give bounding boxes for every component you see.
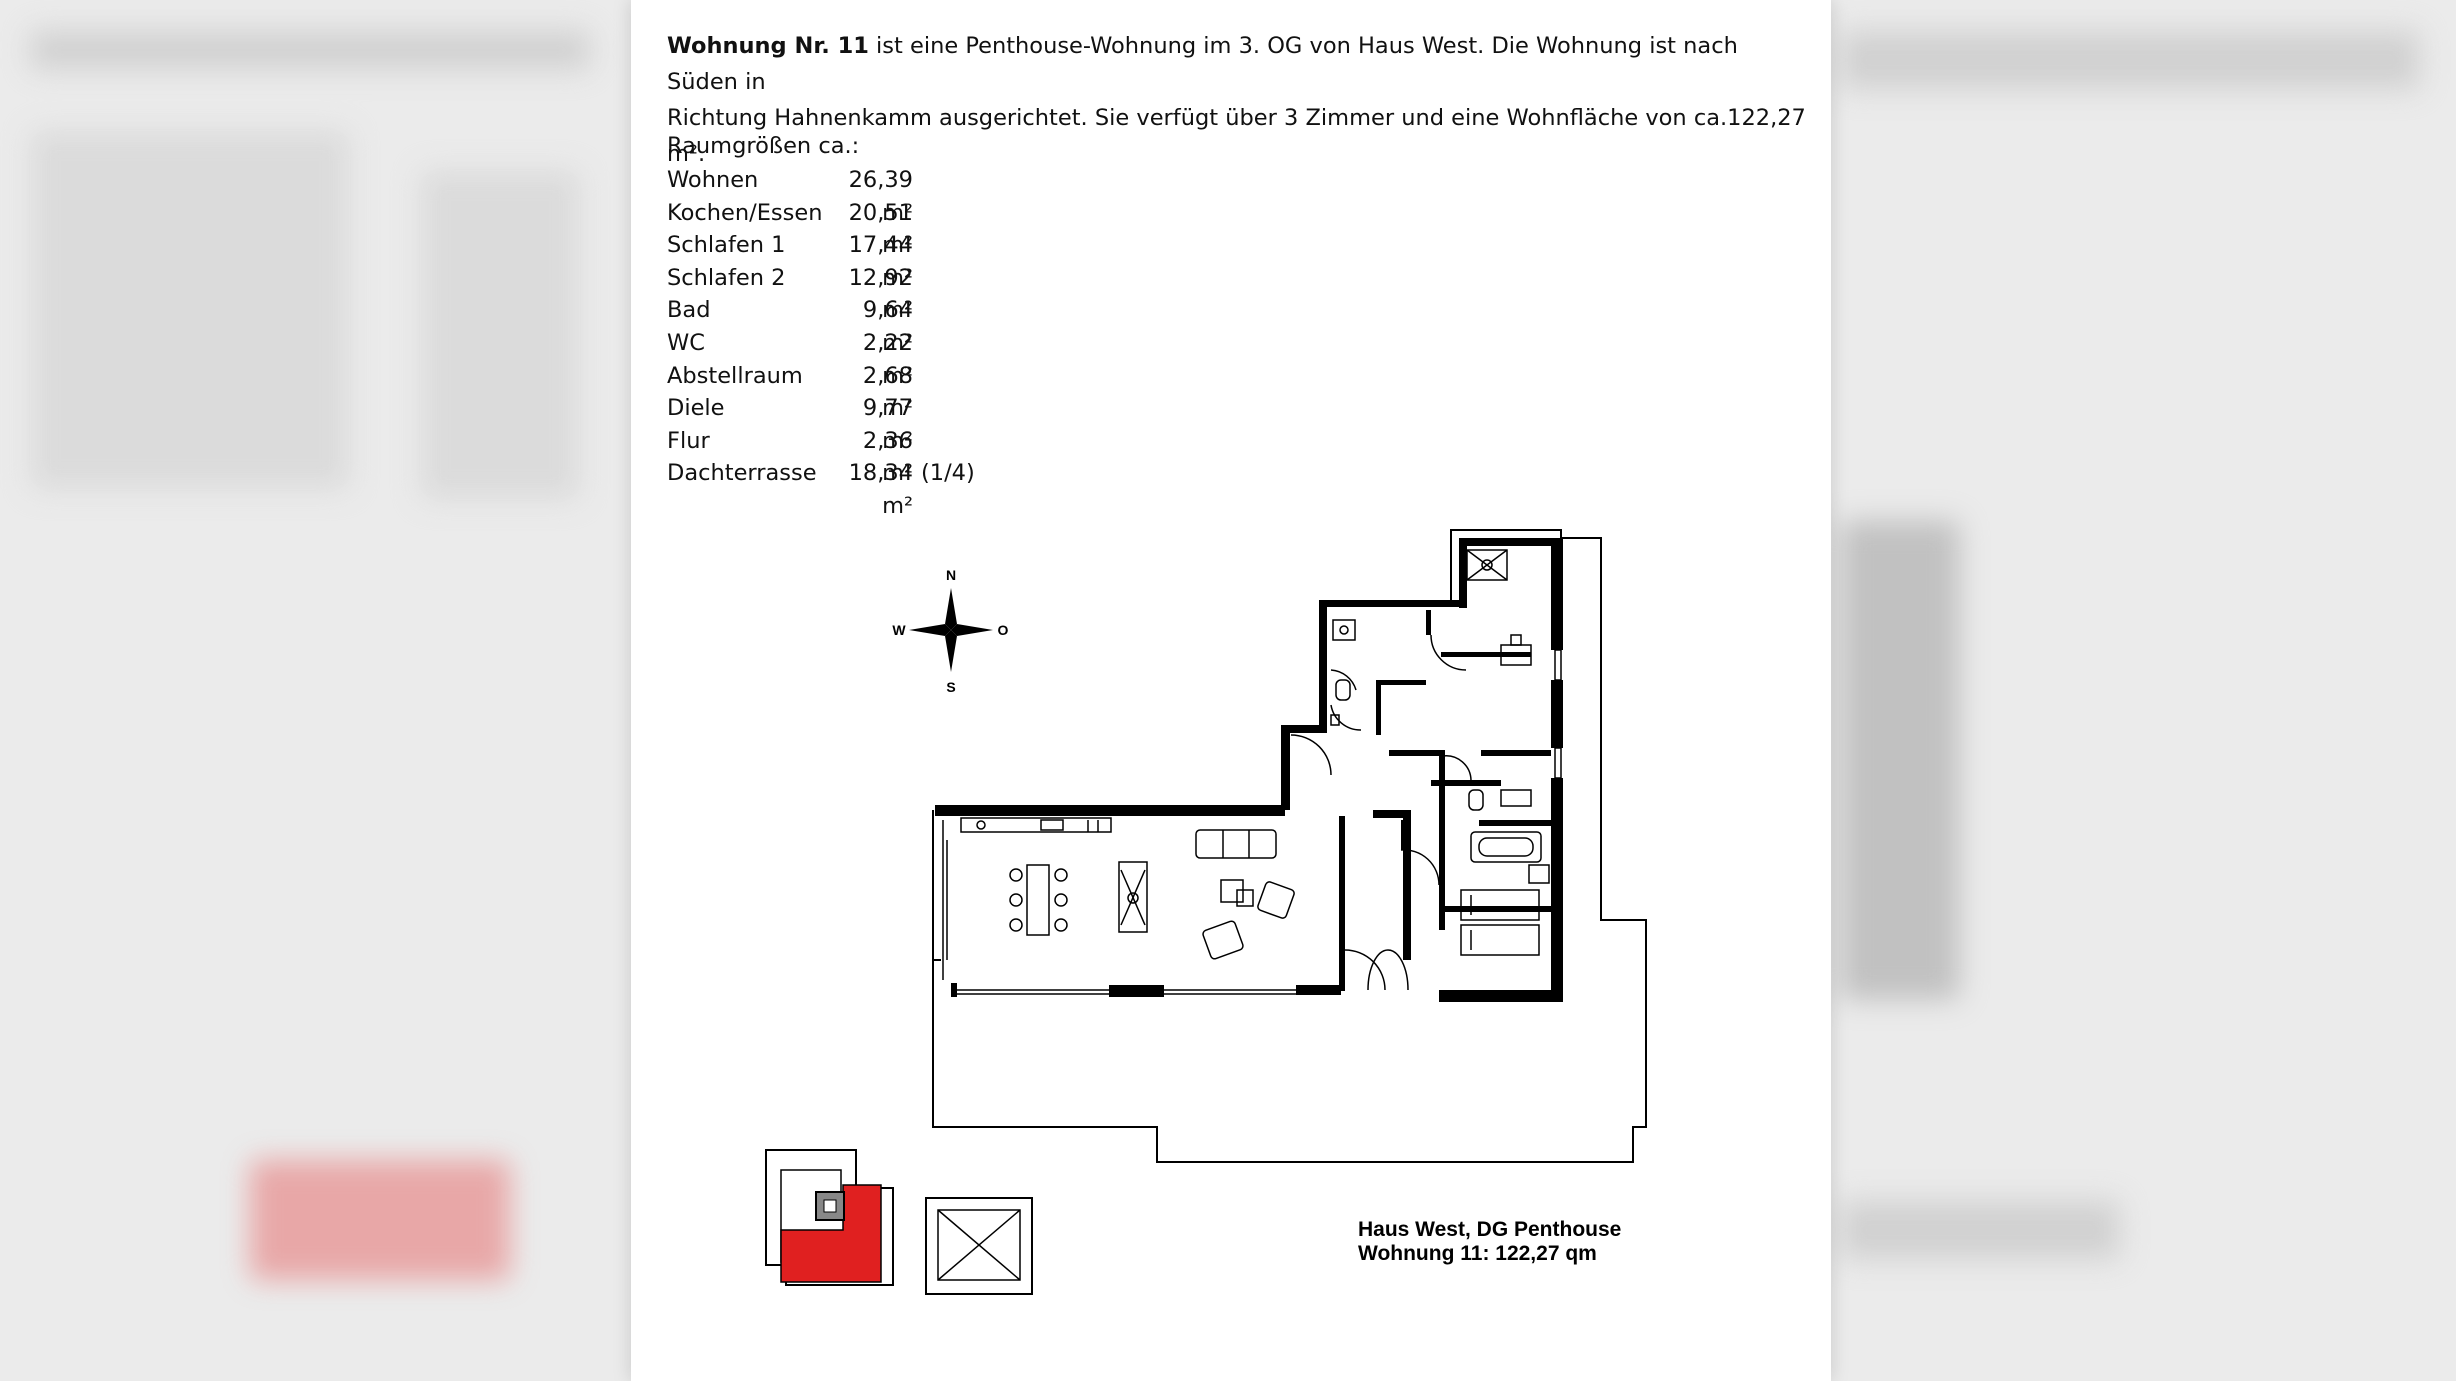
beds xyxy=(1460,864,1550,956)
compass-east: O xyxy=(998,622,1009,638)
intro-line2: Richtung Hahnenkamm ausgerichtet. Sie ve… xyxy=(667,105,1806,167)
building-section-diagram xyxy=(925,1197,1033,1295)
plan-caption-line2: Wohnung 11: 122,27 qm xyxy=(1358,1242,1597,1265)
bathroom-fixtures xyxy=(1466,549,1542,863)
location-diagram xyxy=(765,1149,894,1286)
living-furniture xyxy=(1195,829,1295,960)
document-page: Wohnung Nr. 11 ist eine Penthouse-Wohnun… xyxy=(631,0,1831,1381)
plan-caption-line1: Haus West, DG Penthouse xyxy=(1358,1218,1621,1241)
wc-fixtures xyxy=(1330,619,1356,726)
dining-table xyxy=(1009,864,1068,936)
kitchen-counter xyxy=(960,817,1112,833)
apartment-floor xyxy=(941,542,1555,1000)
floor-plan-area: N S W O xyxy=(631,520,1831,1320)
apartment-label: Wohnung Nr. 11 xyxy=(667,33,869,59)
intro-paragraph: Wohnung Nr. 11 ist eine Penthouse-Wohnun… xyxy=(667,28,1807,172)
intro-line1: ist eine Penthouse-Wohnung im 3. OG von … xyxy=(667,33,1738,95)
compass-south: S xyxy=(946,679,955,695)
doors xyxy=(1290,634,1472,991)
compass-west: W xyxy=(892,622,906,638)
windows xyxy=(942,649,1562,995)
kitchen-island xyxy=(1118,861,1148,933)
floor-plan: N S W O xyxy=(765,529,1647,1295)
compass-rose: N S W O xyxy=(892,567,1008,695)
room-sizes-heading: Raumgrößen ca.: xyxy=(667,133,860,159)
compass-north: N xyxy=(946,567,956,583)
walls xyxy=(935,538,1563,1002)
